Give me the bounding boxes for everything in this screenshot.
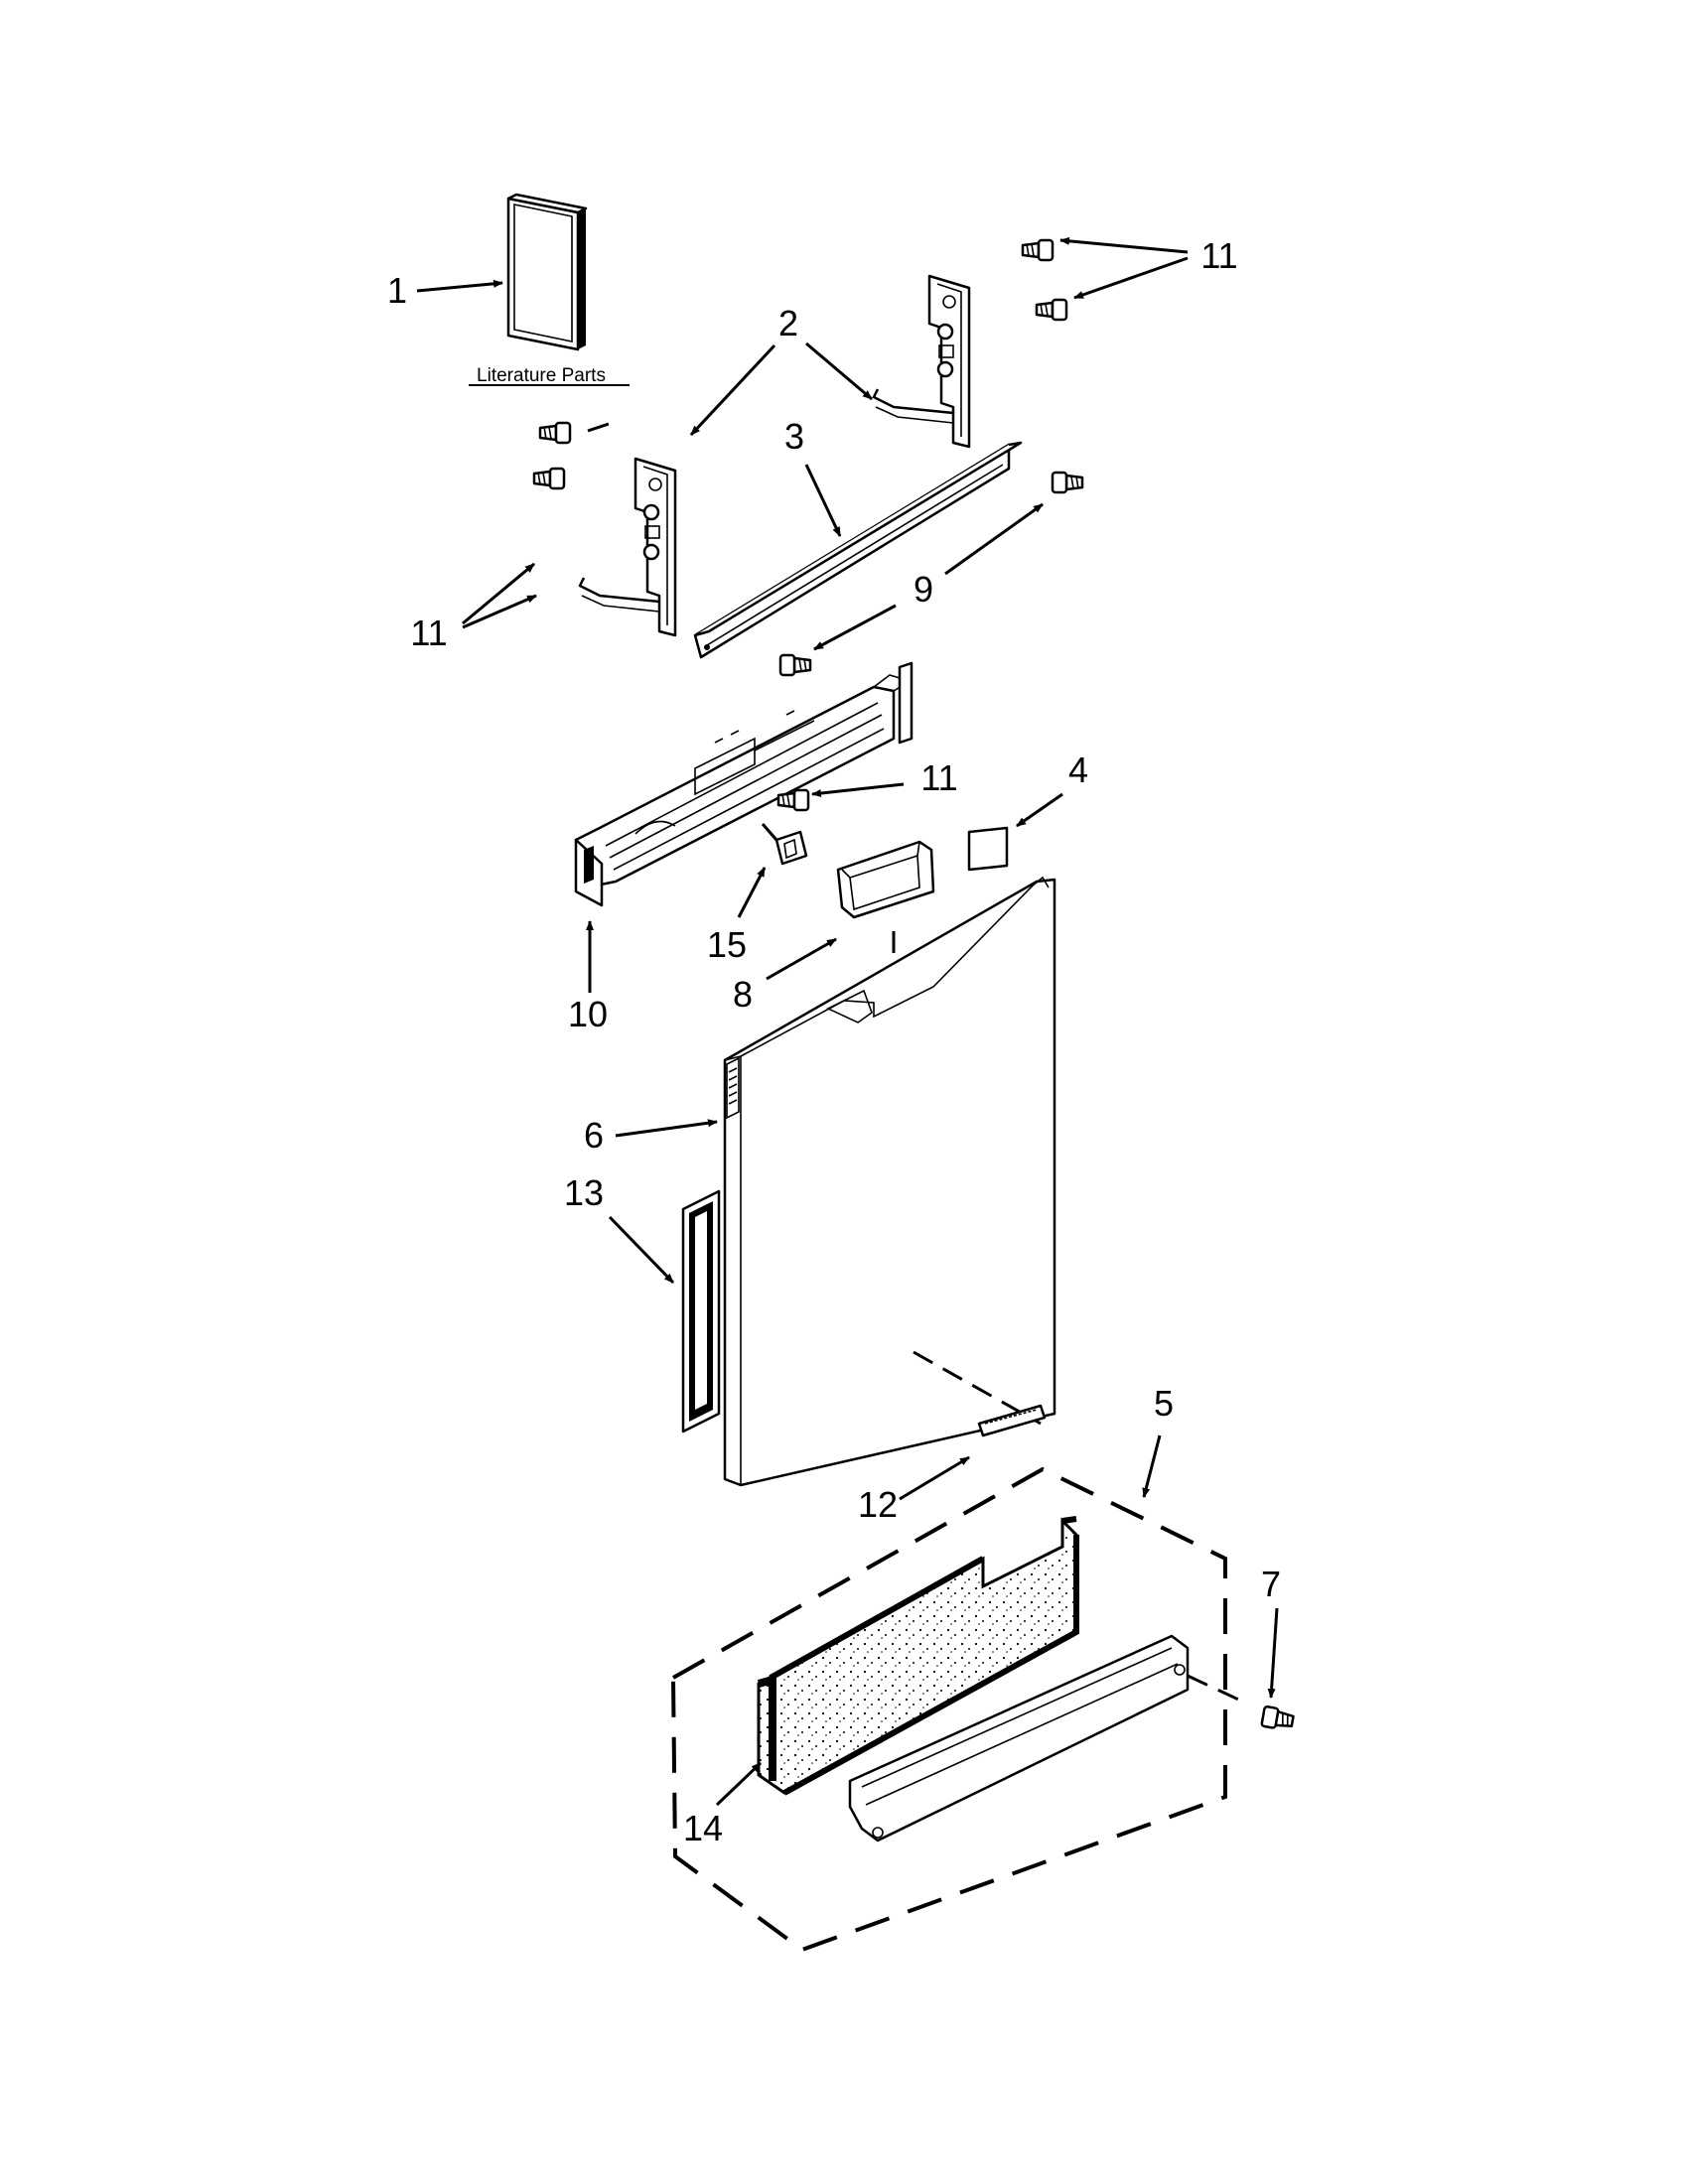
callout-3-arrow: [804, 464, 842, 537]
part-mounting-rail: [693, 441, 1023, 659]
part-screw-left-2: [532, 467, 566, 490]
callout-2: 2: [778, 303, 798, 343]
part-screw-top-1: [1021, 238, 1055, 262]
callout-3: 3: [784, 416, 804, 457]
callout-11-left-arrow-2: [462, 594, 537, 629]
callout-5-arrow: [1142, 1434, 1162, 1498]
callout-11-top: 11: [1200, 235, 1237, 276]
callout-13: 13: [564, 1172, 604, 1213]
part-toe-panel: [848, 1634, 1190, 1843]
screw-alignment-line: [587, 419, 619, 433]
part-brand-badge: [977, 1404, 1047, 1437]
callout-11-mid: 11: [920, 757, 957, 798]
callout-11-mid-arrow: [811, 782, 905, 798]
callout-9-arrow-left: [813, 604, 897, 651]
part-screw-left-1: [538, 421, 572, 445]
callout-7: 7: [1261, 1564, 1281, 1604]
part-mounting-bracket-right: [872, 274, 971, 449]
callout-15: 15: [707, 924, 747, 965]
callout-5: 5: [1154, 1383, 1174, 1424]
part-screw-top-2: [1035, 298, 1068, 322]
callout-6: 6: [584, 1115, 604, 1156]
part-latch-clip: [761, 823, 808, 866]
screw-7-alignment-line: [1187, 1674, 1248, 1706]
callout-11-top-arrow-2: [1073, 256, 1189, 300]
callout-14-arrow: [715, 1761, 763, 1807]
callout-4: 4: [1068, 750, 1088, 790]
callout-12: 12: [858, 1484, 898, 1525]
part-screw-rail-right: [1051, 471, 1084, 494]
callout-1-arrow: [416, 279, 503, 293]
callout-11-top-arrow-1: [1059, 236, 1189, 254]
part-screw-toe-panel: [1260, 1705, 1296, 1732]
callout-8-arrow: [766, 937, 837, 981]
part-screw-rail-left: [778, 653, 812, 677]
part-control-panel-frame: [574, 661, 914, 907]
callout-8: 8: [733, 974, 753, 1015]
callout-9-arrow-right: [944, 502, 1044, 576]
callout-7-arrow: [1267, 1607, 1279, 1699]
callout-2-arrow-left: [689, 343, 776, 437]
callout-10: 10: [568, 994, 608, 1034]
part-insulation-pad: [757, 1516, 1079, 1796]
callout-2-arrow-right: [805, 341, 873, 401]
callout-6-arrow: [615, 1119, 718, 1138]
part-mounting-bracket-left: [578, 457, 677, 637]
part-label-square: [967, 826, 1009, 872]
callout-13-arrow: [608, 1215, 675, 1285]
literature-parts-caption: Literature Parts: [477, 365, 606, 386]
callout-15-arrow: [737, 867, 767, 918]
callout-12-arrow: [899, 1455, 970, 1501]
callout-1: 1: [387, 270, 407, 311]
kit-group-outline: [670, 1466, 1227, 1953]
callout-4-arrow: [1016, 792, 1063, 828]
part-door-gasket: [681, 1189, 721, 1433]
part-door-panel: [723, 876, 1056, 1487]
callout-9: 9: [914, 569, 933, 610]
callout-11-left: 11: [410, 613, 447, 653]
part-literature-book: [506, 193, 588, 351]
callout-14: 14: [683, 1808, 723, 1848]
part-door-handle: [836, 840, 935, 919]
callout-11-left-arrow-1: [462, 562, 535, 625]
